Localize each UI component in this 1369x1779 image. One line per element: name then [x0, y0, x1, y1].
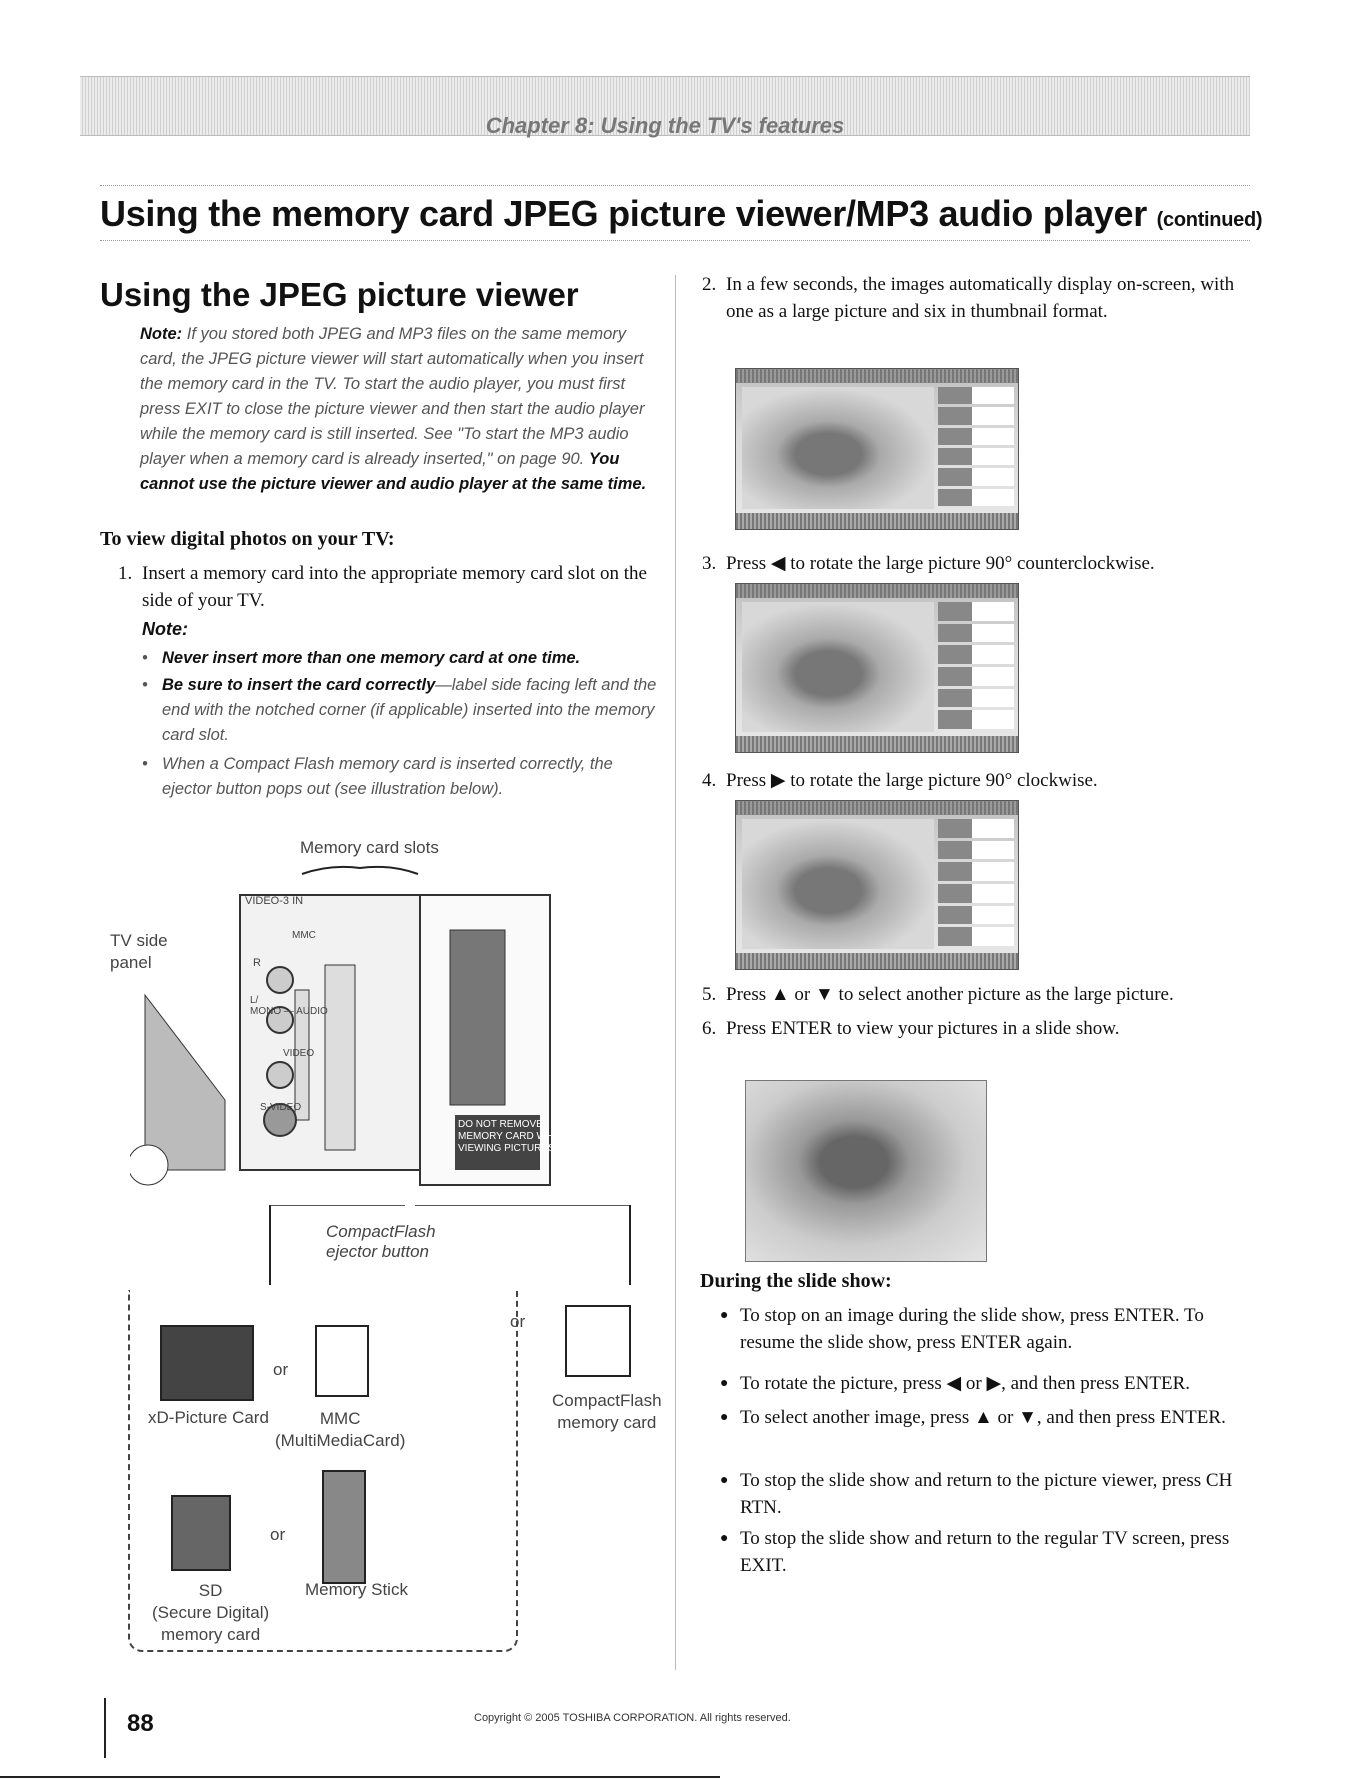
page-number-bar	[104, 1698, 106, 1758]
section-title: Using the JPEG picture viewer	[100, 276, 579, 313]
slide-bullet: ●To stop the slide show and return to th…	[720, 1528, 1230, 1576]
screenshot-rotate-ccw	[735, 583, 1019, 753]
slide-show-photo	[745, 1080, 987, 1262]
label-memory-card-slots: Memory card slots	[300, 838, 439, 857]
bullet-bold: Be sure to insert the card correctly	[162, 676, 436, 694]
compactflash-card-image	[565, 1305, 631, 1377]
slide-bullet: ●To rotate the picture, press ◀ or ▶, an…	[720, 1373, 1190, 1394]
note-text: If you stored both JPEG and MP3 files on…	[140, 325, 645, 468]
title-rule-bottom	[100, 240, 1250, 241]
xd-card-image	[160, 1325, 254, 1401]
bullet-text: —label side facing left and the end with…	[162, 676, 657, 744]
note-label: Note:	[140, 325, 183, 343]
panel-label-video: VIDEO	[283, 1048, 315, 1059]
title-rule-top	[100, 185, 1250, 186]
screenshot-picture-viewer	[735, 368, 1019, 530]
slide-bullet: ●To stop the slide show and return to th…	[720, 1470, 1233, 1518]
panel-label-mmc: MMC	[292, 930, 316, 941]
chapter-title: Chapter 8: Using the TV's features	[485, 113, 845, 138]
step-text: Press ENTER to view your pictures in a s…	[726, 1018, 1120, 1039]
screenshot-rotate-cw	[735, 800, 1019, 970]
step-text: Press ▶ to rotate the large picture 90° …	[726, 770, 1098, 791]
panel-label-video3: VIDEO-3 IN	[245, 895, 304, 907]
note-bullet: • Be sure to insert the card correctly—l…	[142, 676, 657, 744]
panel-label-r: R	[253, 957, 261, 969]
memory-stick-image	[322, 1470, 366, 1584]
label-memory-stick: Memory Stick	[305, 1580, 408, 1599]
page-title-suffix: (continued)	[1156, 209, 1263, 231]
step-2: 2. In a few seconds, the images automati…	[702, 271, 1252, 325]
label-tv-side-panel: TV side panel	[110, 931, 168, 972]
step-text: In a few seconds, the images automatical…	[726, 274, 1235, 322]
label-sd: SD (Secure Digital) memory card	[152, 1581, 270, 1644]
chapter-banner: Chapter 8: Using the TV's features	[80, 76, 1250, 138]
step-4: 4. Press ▶ to rotate the large picture 9…	[702, 767, 1252, 794]
bullet-bold: Never insert more than one memory card a…	[162, 649, 581, 667]
callout-lines	[269, 1205, 631, 1285]
slots-brace	[301, 865, 419, 875]
subhead-slide-show: During the slide show:	[700, 1270, 892, 1292]
step-text: Insert a memory card into the appropriat…	[142, 563, 647, 611]
step-3: 3. Press ◀ to rotate the large picture 9…	[702, 550, 1252, 577]
note-bold-text: You cannot use the picture viewer and au…	[140, 450, 647, 493]
bullet-text: When a Compact Flash memory card is inse…	[162, 755, 613, 798]
step-6: 6. Press ENTER to view your pictures in …	[702, 1015, 1252, 1042]
slide-bullet: ●To stop on an image during the slide sh…	[720, 1305, 1204, 1353]
label-mmc: MMC (MultiMediaCard)	[275, 1409, 406, 1450]
column-divider	[675, 275, 676, 1670]
step-number: 3.	[702, 553, 717, 574]
step-5: 5. Press ▲ or ▼ to select another pictur…	[702, 981, 1252, 1008]
tv-side-panel-illustration	[130, 894, 551, 1186]
slide-bullet: ●To select another image, press ▲ or ▼, …	[720, 1407, 1226, 1428]
mmc-card-image	[315, 1325, 369, 1397]
label-cf-ejector: CompactFlash ejector button	[326, 1222, 436, 1261]
step-text: Press ▲ or ▼ to select another picture a…	[726, 984, 1174, 1005]
note-jpeg-mp3: Note: If you stored both JPEG and MP3 fi…	[140, 322, 660, 497]
page-number: 88	[127, 1710, 154, 1737]
or-label: or	[273, 1360, 289, 1379]
step-number: 4.	[702, 770, 717, 791]
panel-label-svideo: S-VIDEO	[260, 1102, 302, 1113]
panel-label-audio: L/ MONO — AUDIO	[250, 995, 328, 1017]
step-number: 1.	[118, 563, 133, 584]
note-label: Note:	[142, 619, 188, 639]
note-bullet: • When a Compact Flash memory card is in…	[142, 755, 613, 798]
panel-door-warning: DO NOT REMOVE MEMORY CARD WHILE VIEWING …	[458, 1119, 569, 1154]
step-number: 5.	[702, 984, 717, 1005]
page-title-text: Using the memory card JPEG picture viewe…	[100, 193, 1147, 234]
copyright: Copyright © 2005 TOSHIBA CORPORATION. Al…	[474, 1712, 791, 1724]
note-bullet: • Never insert more than one memory card…	[142, 649, 581, 667]
label-xd-card: xD-Picture Card	[148, 1408, 269, 1427]
step-text: Press ◀ to rotate the large picture 90° …	[726, 553, 1155, 574]
or-label: or	[270, 1525, 286, 1544]
step-number: 6.	[702, 1018, 717, 1039]
label-compactflash: CompactFlash memory card	[552, 1391, 662, 1432]
or-label: or	[510, 1312, 526, 1331]
footer-rule	[0, 1776, 720, 1778]
card-group-frame	[128, 1290, 518, 1652]
subhead-view-photos: To view digital photos on your TV:	[100, 528, 395, 550]
sd-card-image	[171, 1495, 231, 1571]
step-number: 2.	[702, 274, 717, 295]
step-1: 1. Insert a memory card into the appropr…	[118, 560, 678, 614]
page-title: Using the memory card JPEG picture viewe…	[100, 193, 1263, 235]
